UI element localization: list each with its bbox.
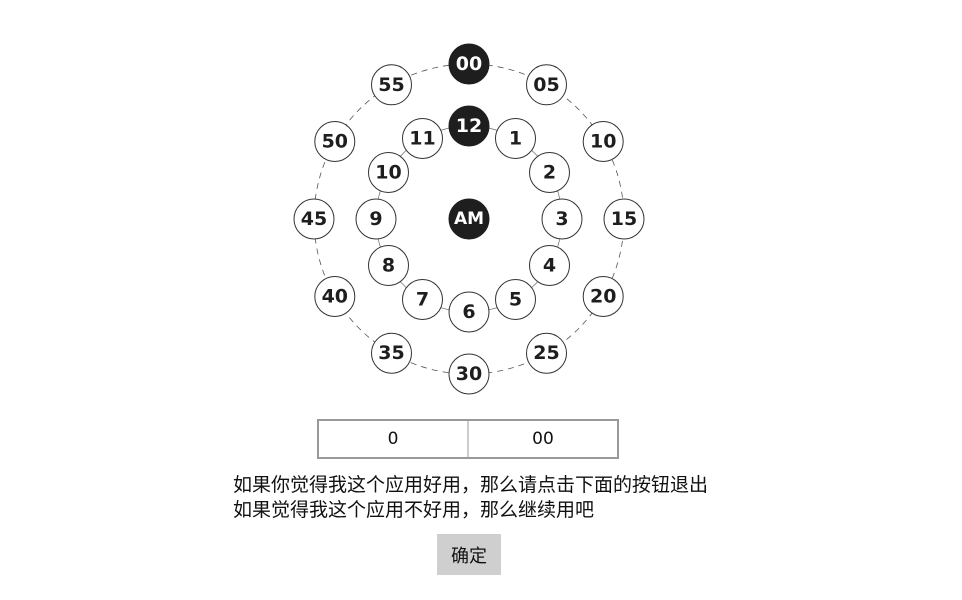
minute-option-circle[interactable] bbox=[293, 198, 335, 240]
minute-option-label[interactable]: 40 bbox=[322, 286, 348, 308]
hour-option-circle[interactable] bbox=[495, 118, 536, 159]
hour-option-label[interactable]: 2 bbox=[543, 162, 556, 184]
minute-option-circle[interactable] bbox=[526, 332, 567, 374]
minute-option-circle[interactable] bbox=[582, 121, 624, 162]
minute-option-circle[interactable] bbox=[314, 121, 356, 162]
minute-option-label[interactable]: 30 bbox=[456, 363, 482, 385]
minute-option-circle[interactable] bbox=[371, 64, 412, 106]
hour-option-9[interactable]: 9 bbox=[355, 198, 397, 240]
hour-option-circle[interactable] bbox=[402, 118, 443, 159]
hour-option-7[interactable]: 7 bbox=[402, 279, 443, 320]
minute-option-label[interactable]: 35 bbox=[378, 342, 404, 364]
minute-option-circle[interactable] bbox=[371, 332, 412, 374]
minute-option-label[interactable]: 00 bbox=[456, 53, 482, 75]
hour-option-label[interactable]: 10 bbox=[375, 162, 401, 184]
minute-option-40[interactable]: 40 bbox=[314, 276, 356, 317]
time-input-group bbox=[317, 419, 619, 459]
minute-option-label[interactable]: 25 bbox=[533, 342, 559, 364]
hour-option-label[interactable]: 6 bbox=[462, 301, 475, 323]
minute-option-circle[interactable] bbox=[314, 276, 356, 317]
minute-option-05[interactable]: 05 bbox=[526, 64, 567, 106]
minute-option-15[interactable]: 15 bbox=[603, 198, 645, 240]
message-line-1: 如果你觉得我这个应用好用，那么请点击下面的按钮退出 bbox=[233, 474, 709, 496]
hour-option-8[interactable]: 8 bbox=[368, 245, 409, 286]
hour-option-circle[interactable] bbox=[448, 291, 490, 333]
hour-option-label[interactable]: 7 bbox=[416, 289, 429, 311]
hour-option-10[interactable]: 10 bbox=[368, 152, 409, 193]
hour-ring: 12 12 3 45 6 78 9 10 11 bbox=[355, 105, 583, 333]
minute-option-25[interactable]: 25 bbox=[526, 332, 567, 374]
hour-option-circle[interactable] bbox=[541, 198, 583, 240]
hour-option-label[interactable]: 8 bbox=[382, 255, 395, 277]
hour-input[interactable] bbox=[319, 421, 469, 457]
minute-option-label[interactable]: 45 bbox=[301, 208, 327, 230]
minute-option-label[interactable]: 05 bbox=[533, 74, 559, 96]
hour-option-label[interactable]: 3 bbox=[555, 208, 568, 230]
minute-option-label[interactable]: 20 bbox=[590, 286, 616, 308]
hour-option-2[interactable]: 2 bbox=[529, 152, 570, 193]
hour-option-4[interactable]: 4 bbox=[529, 245, 570, 286]
hour-option-1[interactable]: 1 bbox=[495, 118, 536, 159]
minute-option-circle[interactable] bbox=[448, 353, 490, 395]
am-pm-label[interactable]: AM bbox=[454, 209, 484, 229]
hour-option-circle[interactable] bbox=[495, 279, 536, 320]
hour-option-label[interactable]: 5 bbox=[509, 289, 522, 311]
minute-input[interactable] bbox=[469, 421, 617, 457]
minute-option-20[interactable]: 20 bbox=[582, 276, 624, 317]
hour-option-circle[interactable] bbox=[448, 105, 490, 147]
hour-option-label[interactable]: 4 bbox=[543, 255, 556, 277]
hour-option-6[interactable]: 6 bbox=[448, 291, 490, 333]
minute-option-circle[interactable] bbox=[582, 276, 624, 317]
minute-option-45[interactable]: 45 bbox=[293, 198, 335, 240]
minute-option-10[interactable]: 10 bbox=[582, 121, 624, 162]
hour-option-5[interactable]: 5 bbox=[495, 279, 536, 320]
minute-option-label[interactable]: 15 bbox=[611, 208, 637, 230]
minute-option-label[interactable]: 50 bbox=[322, 131, 348, 153]
hour-option-label[interactable]: 12 bbox=[456, 115, 482, 137]
minute-option-circle[interactable] bbox=[448, 43, 490, 85]
minute-option-circle[interactable] bbox=[603, 198, 645, 240]
am-pm-circle[interactable] bbox=[448, 198, 490, 240]
hour-option-circle[interactable] bbox=[529, 152, 570, 193]
minute-option-55[interactable]: 55 bbox=[371, 64, 412, 106]
minute-option-circle[interactable] bbox=[526, 64, 567, 106]
hour-option-label[interactable]: 9 bbox=[369, 208, 382, 230]
hour-option-11[interactable]: 11 bbox=[402, 118, 443, 159]
hour-option-circle[interactable] bbox=[355, 198, 397, 240]
hour-option-circle[interactable] bbox=[402, 279, 443, 320]
minute-option-35[interactable]: 35 bbox=[371, 332, 412, 374]
minute-option-label[interactable]: 55 bbox=[378, 74, 404, 96]
minute-option-30[interactable]: 30 bbox=[448, 353, 490, 395]
hour-option-circle[interactable] bbox=[368, 245, 409, 286]
hour-option-label[interactable]: 1 bbox=[509, 128, 522, 150]
minute-option-50[interactable]: 50 bbox=[314, 121, 356, 162]
hour-option-circle[interactable] bbox=[368, 152, 409, 193]
clock-dial: 00 05 10 15 20 25 30 35 40 45 50 55 12 12 3 45 6 78 9 10 11… bbox=[293, 43, 645, 395]
hour-option-12[interactable]: 12 bbox=[448, 105, 490, 147]
confirm-button[interactable]: 确定 bbox=[437, 534, 501, 575]
minute-option-label[interactable]: 10 bbox=[590, 131, 616, 153]
hour-option-label[interactable]: 11 bbox=[409, 128, 435, 150]
hour-option-3[interactable]: 3 bbox=[541, 198, 583, 240]
am-pm-toggle[interactable]: AM bbox=[448, 198, 490, 240]
minute-option-00[interactable]: 00 bbox=[448, 43, 490, 85]
message-line-2: 如果觉得我这个应用不好用，那么继续用吧 bbox=[233, 499, 595, 521]
hour-option-circle[interactable] bbox=[529, 245, 570, 286]
